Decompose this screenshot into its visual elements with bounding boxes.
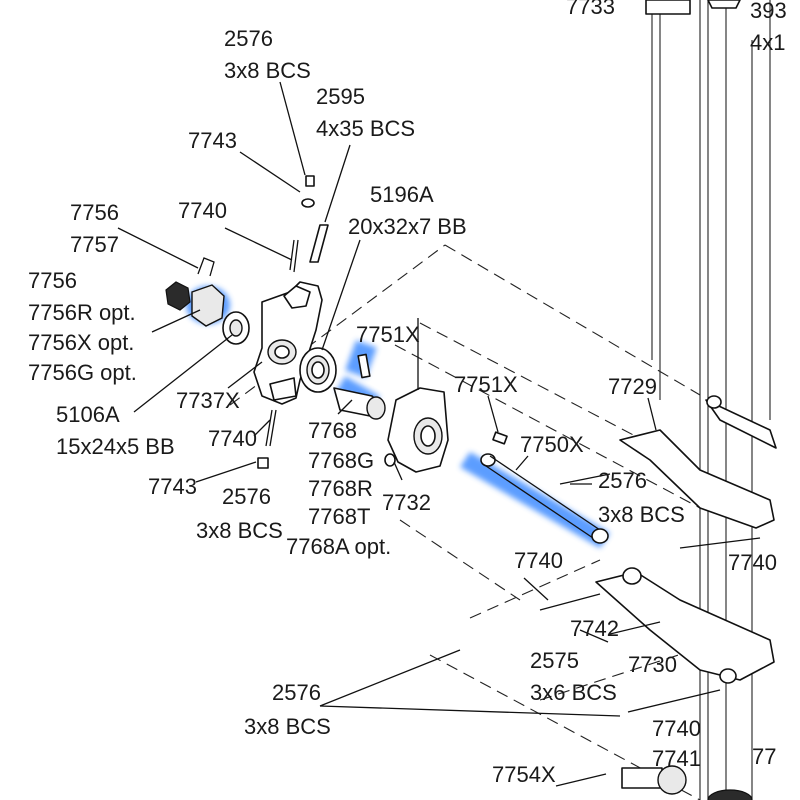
label-7750x: 7750X — [520, 432, 584, 457]
label-7768t: 7768T — [308, 504, 370, 529]
bearing-small-part — [222, 311, 250, 345]
large-bearing-part — [299, 347, 337, 393]
toe-link-part — [480, 431, 609, 544]
label-5196a-desc: 20x32x7 BB — [348, 214, 467, 239]
label-7768: 7768 — [308, 418, 357, 443]
label-7768a: 7768A opt. — [286, 534, 391, 559]
label-7737x: 7737X — [176, 388, 240, 413]
upper-arm-part — [619, 395, 777, 529]
label-2576-right-num: 2576 — [598, 468, 647, 493]
label-7756r: 7756R opt. — [28, 300, 136, 325]
label-7733: 7733 — [566, 0, 615, 19]
label-7754x: 7754X — [492, 762, 556, 787]
label-7740-top: 7740 — [178, 198, 227, 223]
label-2576-mid-desc: 3x8 BCS — [196, 518, 283, 543]
label-2576-top-desc: 3x8 BCS — [224, 58, 311, 83]
label-2576-bot-desc: 3x8 BCS — [244, 714, 331, 739]
label-2595-desc: 4x35 BCS — [316, 116, 415, 141]
label-7751x-a: 7751X — [356, 322, 420, 347]
label-2575-num: 2575 — [530, 648, 579, 673]
label-7740-bot: 7740 — [652, 716, 701, 741]
label-7756g: 7756G opt. — [28, 360, 137, 385]
label-7751x-b: 7751X — [454, 372, 518, 397]
label-77: 77 — [752, 744, 776, 769]
leader-lines — [117, 81, 657, 787]
label-7740-right: 7740 — [728, 550, 777, 575]
hub-nut-part — [165, 257, 225, 327]
label-5196a-num: 5196A — [370, 182, 434, 207]
label-2595-num: 2595 — [316, 84, 365, 109]
label-2576-top-num: 2576 — [224, 26, 273, 51]
hinge-pins-part — [539, 473, 761, 713]
label-7756-a: 7756 — [70, 200, 119, 225]
label-2576-right-desc: 3x8 BCS — [598, 502, 685, 527]
frame-rails — [645, 0, 771, 800]
label-7756-b: 7756 — [28, 268, 77, 293]
label-7732: 7732 — [382, 490, 431, 515]
label-7742: 7742 — [570, 616, 619, 641]
callout-labels: 2576 3x8 BCS 2595 4x35 BCS 7743 7740 519… — [28, 0, 787, 787]
label-2576-mid-num: 2576 — [222, 484, 271, 509]
label-393: 393 — [750, 0, 787, 23]
drive-cup-part — [621, 765, 753, 800]
lower-arm-part — [595, 567, 775, 684]
label-4x1: 4x1 — [750, 30, 785, 55]
kingpin-top-part — [289, 175, 329, 273]
label-7740-low: 7740 — [514, 548, 563, 573]
label-7756x: 7756X opt. — [28, 330, 134, 355]
label-7743-bot: 7743 — [148, 474, 197, 499]
label-7740-mid: 7740 — [208, 426, 257, 451]
lower-kingpin-part — [257, 409, 277, 469]
label-7741: 7741 — [652, 746, 701, 771]
label-2576-bot-num: 2576 — [272, 680, 321, 705]
stub-axle-part — [333, 353, 386, 420]
steering-block-part — [253, 281, 323, 405]
label-7757: 7757 — [70, 232, 119, 257]
label-5106a-num: 5106A — [56, 402, 120, 427]
label-5106a-desc: 15x24x5 BB — [56, 434, 175, 459]
label-7768r: 7768R — [308, 476, 373, 501]
label-7729: 7729 — [608, 374, 657, 399]
label-2575-desc: 3x6 BCS — [530, 680, 617, 705]
hub-carrier-part — [384, 387, 449, 473]
label-7730: 7730 — [628, 652, 677, 677]
label-7768g: 7768G — [308, 448, 374, 473]
label-7743-top: 7743 — [188, 128, 237, 153]
